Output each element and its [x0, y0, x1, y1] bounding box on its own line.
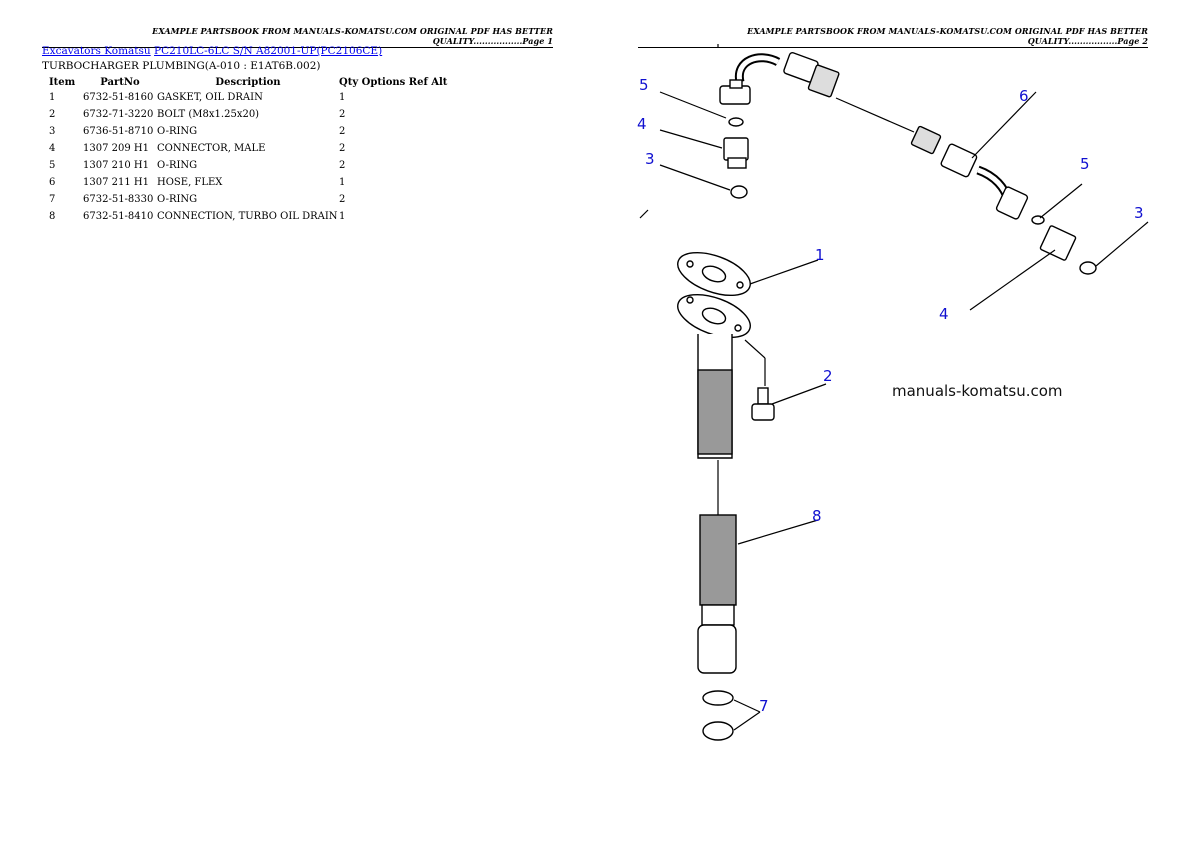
row-item: 4 — [49, 143, 56, 154]
row-description: CONNECTOR, MALE — [157, 143, 266, 154]
page-2-header: EXAMPLE PARTSBOOK FROM MANUALS-KOMATSU.C… — [638, 26, 1148, 48]
row-description: CONNECTION, TURBO OIL DRAIN — [157, 211, 338, 222]
callout-8: 8 — [812, 507, 822, 525]
callout-3-left: 3 — [645, 150, 655, 168]
row-qty: 2 — [339, 126, 346, 137]
row-description: HOSE, FLEX — [157, 177, 223, 188]
row-item: 3 — [49, 126, 56, 137]
callout-5-left: 5 — [639, 76, 649, 94]
callout-7: 7 — [759, 697, 769, 715]
breadcrumb: Excavators Komatsu PC210LC-6LC S/N A8200… — [42, 45, 382, 57]
breadcrumb-link-model[interactable]: PC210LC-6LC S/N A82001-UP(PC2106CE) — [154, 45, 383, 57]
watermark: manuals-komatsu.com — [892, 382, 1063, 400]
header-partno: PartNo — [100, 77, 140, 88]
parts-diagram: 5 4 3 6 5 3 4 1 2 8 7 manuals-komatsu.co… — [637, 44, 1149, 741]
row-description: GASKET, OIL DRAIN — [157, 92, 263, 103]
row-qty: 1 — [339, 92, 346, 103]
table-row: 4 1307 209 H1 CONNECTOR, MALE 2 — [44, 143, 459, 160]
table-row: 5 1307 210 H1 O-RING 2 — [44, 160, 459, 177]
row-qty: 2 — [339, 194, 346, 205]
row-qty: 2 — [339, 143, 346, 154]
table-row: 6 1307 211 H1 HOSE, FLEX 1 — [44, 177, 459, 194]
callout-6: 6 — [1019, 87, 1029, 105]
row-description: O-RING — [157, 194, 198, 205]
row-qty: 1 — [339, 211, 346, 222]
breadcrumb-link-excavators[interactable]: Excavators Komatsu — [42, 45, 151, 57]
callout-4-right: 4 — [939, 305, 949, 323]
row-qty: 2 — [339, 109, 346, 120]
row-partno: 1307 211 H1 — [83, 177, 149, 188]
row-partno: 6732-51-8410 — [83, 211, 154, 222]
header-qty-options-ref-alt: Qty Options Ref Alt — [339, 77, 448, 88]
row-partno: 6732-51-8330 — [83, 194, 154, 205]
row-description: BOLT (M8x1.25x20) — [157, 109, 260, 120]
callout-2: 2 — [823, 367, 833, 385]
callout-5-right: 5 — [1080, 155, 1090, 173]
row-qty: 2 — [339, 160, 346, 171]
callout-3-right: 3 — [1134, 204, 1144, 222]
row-description: O-RING — [157, 160, 198, 171]
table-header-row: Item PartNo Description Qty Options Ref … — [44, 76, 459, 92]
row-qty: 1 — [339, 177, 346, 188]
row-partno: 6732-71-3220 — [83, 109, 154, 120]
parts-table: Item PartNo Description Qty Options Ref … — [44, 76, 459, 228]
header-description: Description — [215, 77, 281, 88]
section-title: TURBOCHARGER PLUMBING(A-010 : E1AT6B.002… — [42, 60, 321, 72]
row-partno: 1307 209 H1 — [83, 143, 149, 154]
row-partno: 1307 210 H1 — [83, 160, 149, 171]
row-description: O-RING — [157, 126, 198, 137]
row-item: 7 — [49, 194, 56, 205]
callout-4-left: 4 — [637, 115, 647, 133]
row-item: 2 — [49, 109, 56, 120]
row-partno: 6736-51-8710 — [83, 126, 154, 137]
row-item: 5 — [49, 160, 56, 171]
header-item: Item — [49, 77, 76, 88]
row-item: 8 — [49, 211, 56, 222]
row-item: 1 — [49, 92, 56, 103]
row-item: 6 — [49, 177, 56, 188]
page-1-header: EXAMPLE PARTSBOOK FROM MANUALS-KOMATSU.C… — [42, 26, 553, 48]
callout-1: 1 — [815, 246, 825, 264]
row-partno: 6732-51-8160 — [83, 92, 154, 103]
